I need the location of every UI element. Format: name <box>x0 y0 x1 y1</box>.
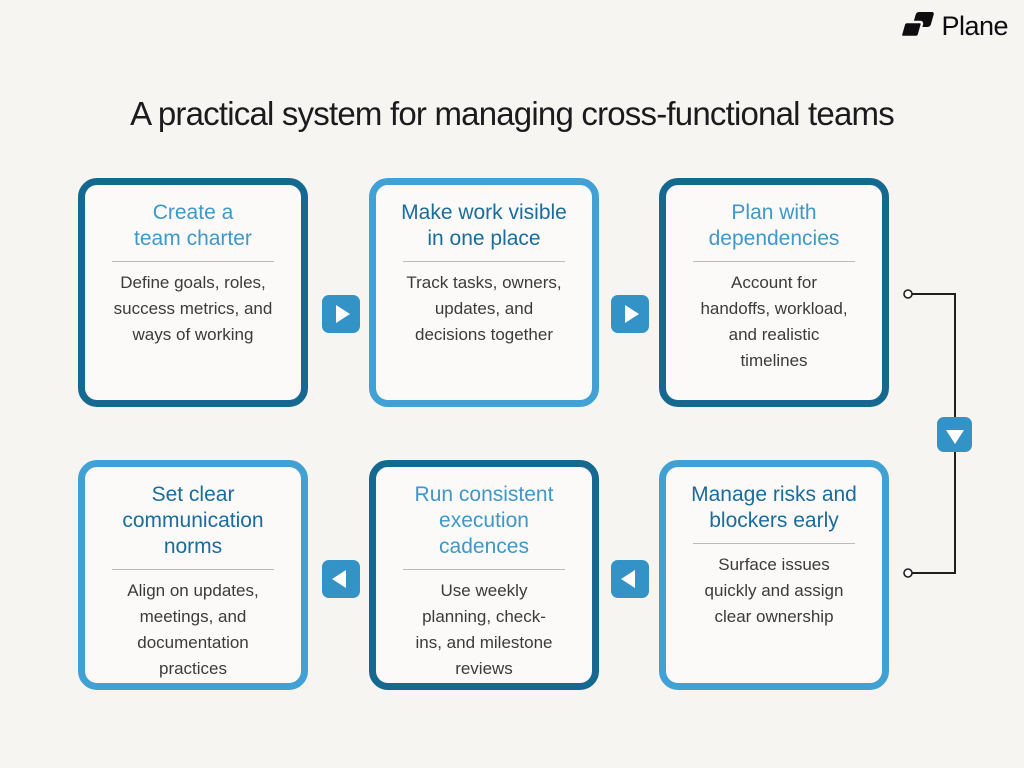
right-triangle-icon <box>625 305 639 323</box>
card-title: Run consistent execution cadences <box>414 483 554 559</box>
card-divider <box>112 261 274 263</box>
card-create-team-charter: Create a team charter Define goals, role… <box>78 178 308 407</box>
card-title: Manage risks and blockers early <box>691 483 857 533</box>
down-triangle-icon <box>945 429 964 444</box>
card-make-work-visible: Make work visible in one place Track tas… <box>369 178 599 407</box>
card-divider <box>403 569 565 571</box>
card-body: Define goals, roles, success metrics, an… <box>113 273 273 345</box>
flow-arrow-left-icon <box>611 560 649 598</box>
card-title: Set clear communication norms <box>122 483 264 559</box>
card-title: Make work visible in one place <box>401 201 567 251</box>
card-manage-risks-blockers: Manage risks and blockers early Surface … <box>659 460 889 690</box>
page-title: A practical system for managing cross-fu… <box>130 95 895 132</box>
plane-logo-mark-icon <box>900 12 935 39</box>
card-divider <box>403 261 565 263</box>
card-title: Create a team charter <box>134 201 252 251</box>
card-run-execution-cadences: Run consistent execution cadences Use we… <box>369 460 599 690</box>
card-divider <box>112 569 274 571</box>
card-body: Track tasks, owners, updates, and decisi… <box>406 273 562 345</box>
card-set-communication-norms: Set clear communication norms Align on u… <box>78 460 308 690</box>
card-body: Surface issues quickly and assign clear … <box>704 555 844 627</box>
flow-arrow-right-icon <box>322 295 360 333</box>
right-triangle-icon <box>336 305 350 323</box>
left-triangle-icon <box>332 570 346 588</box>
card-body: Use weekly planning, check- ins, and mil… <box>415 581 553 679</box>
card-body: Align on updates, meetings, and document… <box>127 581 259 679</box>
card-title: Plan with dependencies <box>708 201 840 251</box>
flow-arrow-left-icon <box>322 560 360 598</box>
flow-arrow-right-icon <box>611 295 649 333</box>
card-divider <box>693 543 855 545</box>
connector-endpoint <box>903 568 913 578</box>
plane-logo: Plane <box>896 10 1008 42</box>
plane-logo-text: Plane <box>941 10 1008 41</box>
flow-arrow-down-icon <box>937 417 972 452</box>
connector-endpoint <box>903 289 913 299</box>
card-plan-with-dependencies: Plan with dependencies Account for hando… <box>659 178 889 407</box>
left-triangle-icon <box>621 570 635 588</box>
card-body: Account for handoffs, workload, and real… <box>700 273 848 371</box>
card-divider <box>693 261 855 263</box>
